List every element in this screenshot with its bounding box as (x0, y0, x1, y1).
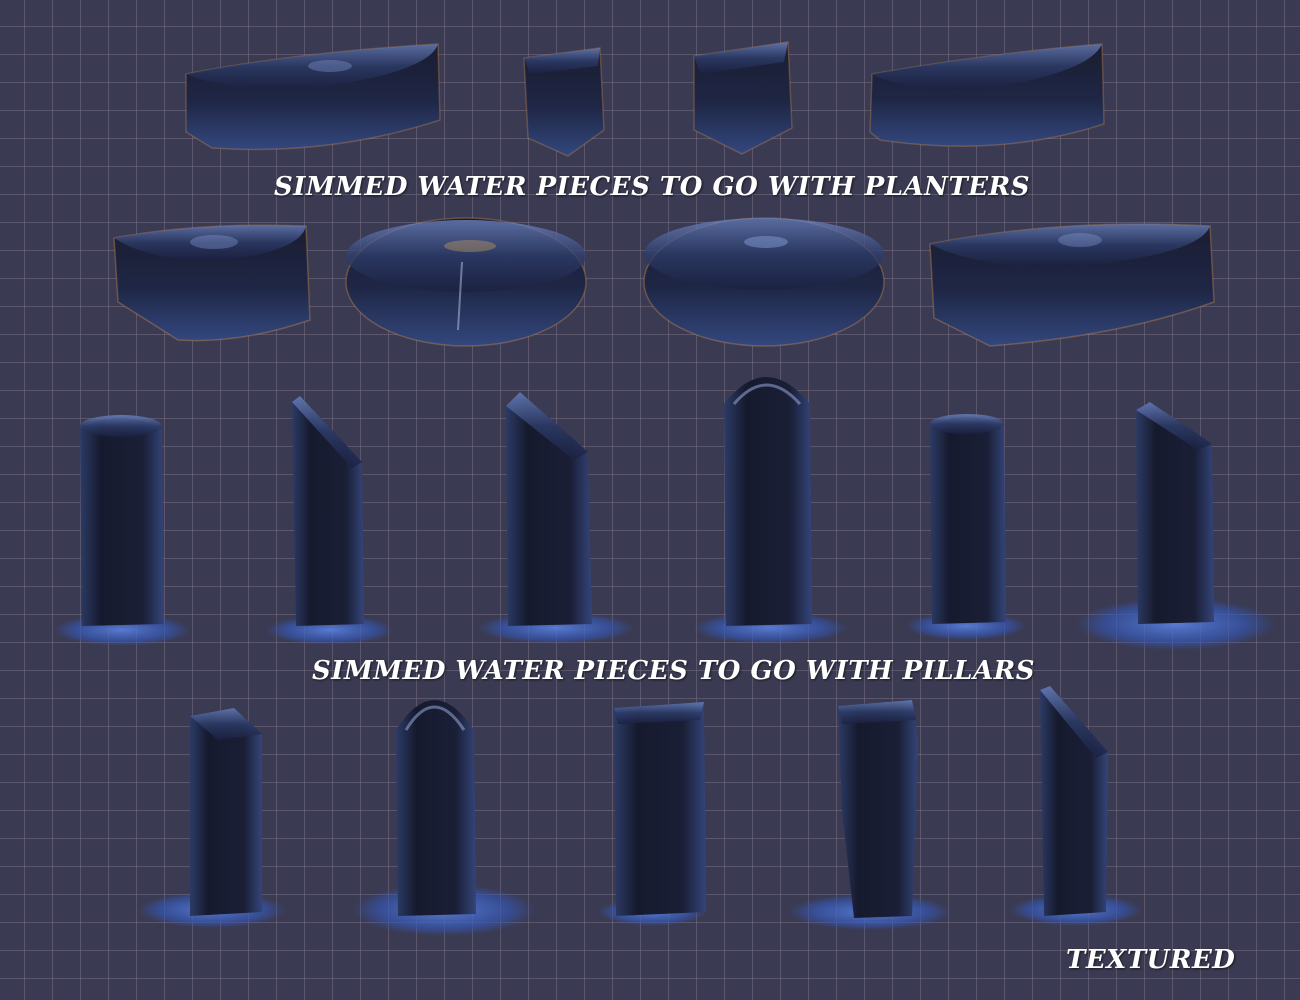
pillar-piece (1010, 686, 1142, 926)
pillar-row-2 (138, 686, 1142, 936)
planter-row-1 (185, 41, 1105, 157)
water-piece (869, 43, 1105, 147)
planters-caption: SIMMED WATER PIECES TO GO WITH PLANTERS (274, 172, 1030, 202)
water-piece (693, 41, 793, 155)
pillar-row-1 (54, 377, 1276, 650)
pillar-piece (478, 392, 634, 644)
water-piece (643, 217, 885, 347)
pillar-piece (1076, 402, 1276, 650)
pillar-piece (266, 396, 394, 645)
water-piece (113, 224, 311, 342)
pillar-piece (692, 377, 848, 644)
pillar-piece (54, 415, 190, 646)
pillar-piece (788, 700, 952, 930)
water-piece (523, 47, 605, 157)
water-piece (345, 217, 587, 347)
pillars-caption: SIMMED WATER PIECES TO GO WITH PILLARS (312, 656, 1036, 686)
textured-caption: TEXTURED (1066, 945, 1236, 975)
pillar-piece (138, 708, 286, 928)
planter-row-2 (113, 217, 1215, 347)
pillar-piece (598, 702, 706, 926)
pillar-piece (906, 414, 1026, 640)
pillar-piece (352, 700, 536, 936)
water-piece (185, 43, 441, 151)
water-piece (929, 223, 1215, 347)
